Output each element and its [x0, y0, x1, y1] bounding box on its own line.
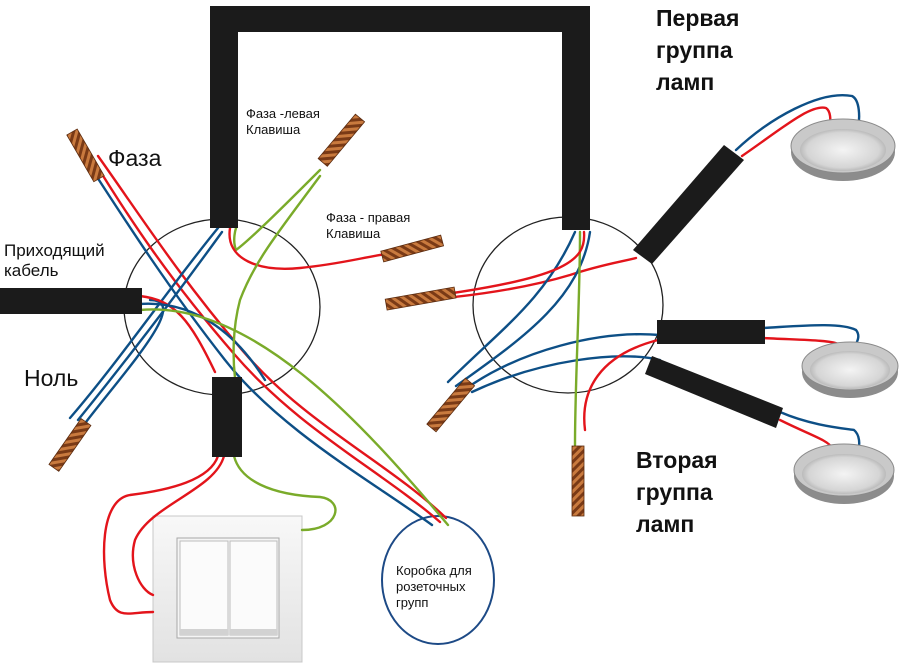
phase-label: Фаза [108, 145, 162, 171]
first-group-label: Первая группа ламп [656, 5, 740, 95]
right-neutral-1 [446, 230, 577, 384]
right-neutral-3 [462, 333, 662, 392]
phase-left-key-label: Фаза -левая Клавиша [246, 106, 320, 137]
switch-red-2 [131, 454, 226, 597]
lamp-1 [790, 118, 896, 181]
twists [48, 113, 585, 517]
right-red-lamp2 [583, 338, 660, 432]
incoming-red [138, 294, 217, 374]
phase-right-key-label: Фаза - правая Клавиша [326, 210, 411, 241]
light-switch [152, 515, 303, 663]
lamp2-cable [657, 320, 765, 344]
lamp3-blue [778, 410, 861, 452]
neutral-wire-lower-3 [84, 298, 165, 424]
twist-right-green [571, 445, 585, 517]
switch-key-right [229, 540, 278, 636]
green-left-box [232, 174, 322, 380]
phase-wire [90, 156, 442, 524]
lamp1-blue [734, 93, 861, 152]
lamp-3 [793, 443, 895, 504]
phase-left-red [228, 226, 388, 270]
switch-key-left [179, 540, 229, 636]
incoming-green [138, 308, 450, 527]
neutral-wire-lower-2 [76, 230, 224, 422]
neutral-wire-lower [68, 226, 220, 420]
switch-green [232, 454, 337, 532]
switch-drop-cable [212, 377, 242, 457]
twist-phase-left-key [317, 113, 366, 167]
twist-neutral [48, 418, 92, 472]
twist-right-neutral [426, 377, 476, 433]
twist-right-phase [384, 286, 457, 311]
phase-left-key-wire [233, 168, 322, 252]
right-neutral-2 [454, 230, 592, 388]
incoming-cable-label: Приходящий кабель [4, 241, 105, 280]
lamp3-cable [645, 356, 783, 428]
incoming-cable [0, 288, 142, 314]
twist-phase-right-key [380, 234, 445, 263]
lamp-2 [801, 341, 899, 398]
incoming-blue [138, 302, 267, 382]
socket-box [381, 515, 495, 645]
lamp2-blue [760, 324, 860, 346]
right-neutral-4 [470, 355, 662, 394]
right-green [573, 230, 582, 447]
second-group-label: Вторая группа ламп [636, 447, 718, 537]
lamp2-red [760, 336, 840, 346]
switch-red [102, 454, 220, 615]
neutral-wire [84, 158, 434, 527]
bridge-cable [210, 6, 590, 230]
twist-phase [66, 128, 105, 183]
cables [0, 6, 783, 457]
neutral-label: Ноль [24, 365, 79, 391]
lamp1-cable [633, 145, 744, 264]
socket-box-label: Коробка для розеточных групп [396, 563, 472, 610]
junction-box-left [123, 218, 321, 396]
